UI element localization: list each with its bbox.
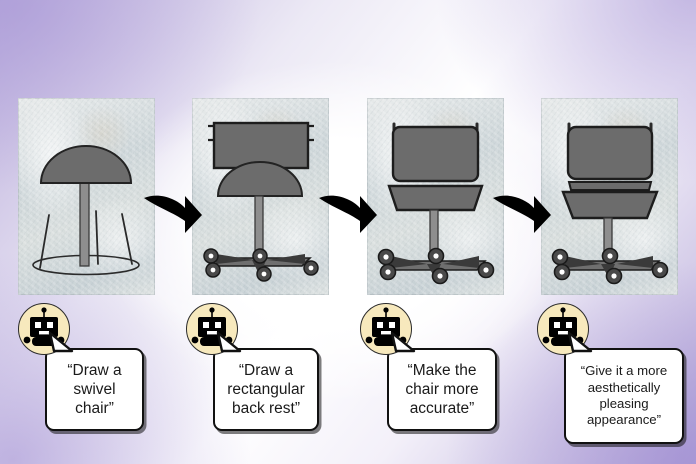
curved-right-arrow-icon (493, 195, 551, 233)
swivel-chair-sketch-step-1 (32, 145, 140, 276)
prompt-bubble-step-1: “Draw a swivel chair” (45, 348, 144, 431)
bubble-tail-icon (567, 331, 593, 353)
curved-right-arrow-icon (144, 195, 202, 233)
arrow-step-1-to-2 (142, 188, 204, 240)
drawing-panel-step-1 (18, 98, 155, 295)
swivel-chair-sketch-step-3 (377, 122, 495, 285)
prompt-text-step-1: “Draw a swivel chair” (67, 361, 122, 418)
prompt-bubble-step-4: “Give it a more aesthetically pleasing a… (564, 348, 684, 444)
drawing-panel-step-2 (192, 98, 329, 295)
bubble-tail-icon (216, 331, 242, 353)
prompt-text-step-3: “Make the chair more accurate” (405, 361, 479, 418)
prompt-text-step-2: “Draw a rectangular back rest” (227, 361, 305, 418)
drawing-panel-step-3 (367, 98, 504, 295)
drawing-panel-step-4 (541, 98, 678, 295)
bubble-tail-icon (390, 331, 416, 353)
arrow-step-3-to-4 (491, 188, 553, 240)
arrow-step-2-to-3 (317, 188, 379, 240)
swivel-chair-sketch-step-2 (203, 121, 319, 282)
bubble-tail-icon (48, 331, 74, 353)
prompt-text-step-4: “Give it a more aesthetically pleasing a… (580, 363, 668, 428)
curved-right-arrow-icon (319, 195, 377, 233)
prompt-bubble-step-2: “Draw a rectangular back rest” (213, 348, 319, 431)
prompt-bubble-step-3: “Make the chair more accurate” (387, 348, 497, 431)
swivel-chair-sketch-step-4 (551, 122, 669, 285)
